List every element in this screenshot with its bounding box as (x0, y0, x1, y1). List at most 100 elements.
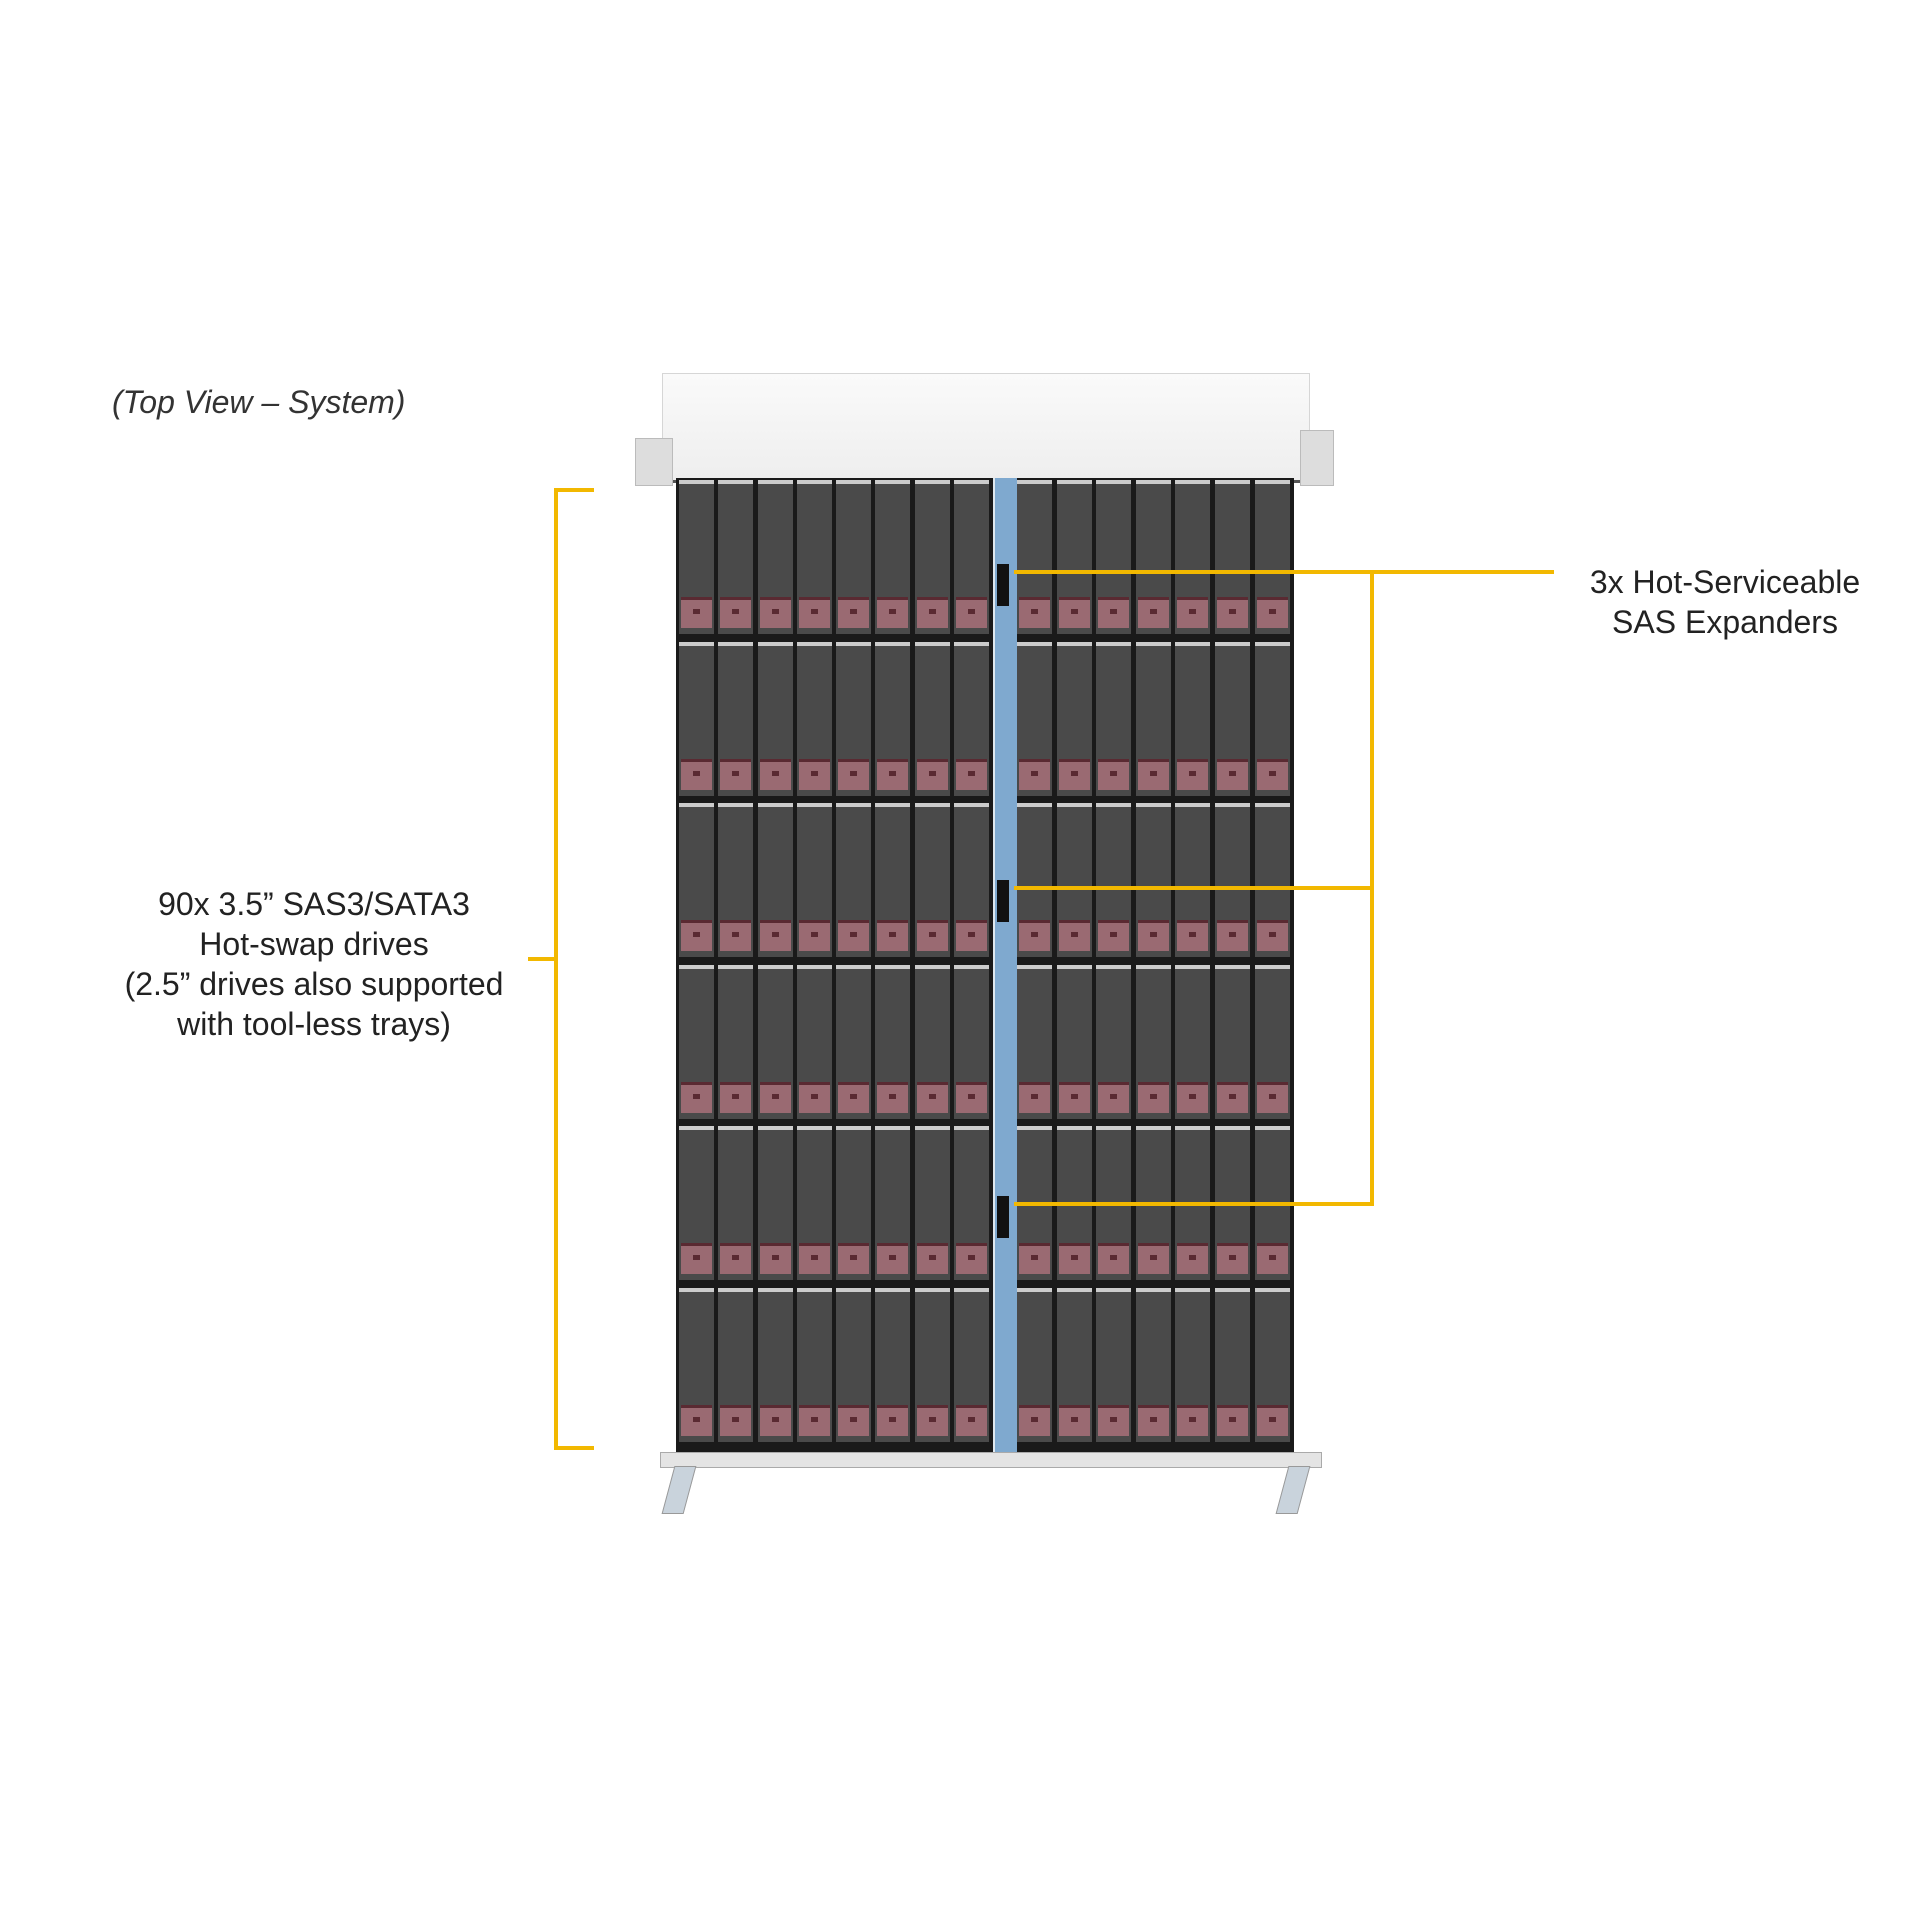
drive-tray (757, 964, 793, 1119)
drive-handle (1217, 1243, 1248, 1274)
drive-tray (836, 803, 871, 957)
drive-tray (1254, 803, 1290, 957)
drive-tray (679, 964, 714, 1119)
drive-handle (720, 1404, 752, 1436)
bottom-rail (660, 1452, 1322, 1468)
drive-tray (718, 1287, 754, 1442)
drive-tray (1056, 1287, 1092, 1442)
drive-tray (1096, 641, 1132, 796)
drive-tray (718, 480, 754, 634)
expanders-label: 3x Hot-Serviceable SAS Expanders (1560, 562, 1890, 642)
drive-tray (953, 641, 989, 796)
drive-handle (1137, 1081, 1169, 1113)
expander-callout-1 (1014, 570, 1554, 574)
drive-handle (1137, 597, 1169, 628)
drive-handle (838, 1243, 869, 1274)
drive-tray (1135, 1287, 1171, 1442)
drive-handle (1217, 1404, 1248, 1436)
drive-tray (757, 1126, 793, 1280)
drive-handle (838, 1404, 869, 1436)
drive-tray (1096, 480, 1132, 634)
drive-handle (1058, 597, 1090, 628)
drive-handle (916, 1081, 948, 1113)
drive-tray (836, 1126, 871, 1280)
drive-handle (916, 758, 948, 790)
drive-handle (798, 1404, 830, 1436)
drives-bracket (554, 488, 558, 1450)
drive-tray (875, 803, 911, 957)
drive-tray (1175, 1287, 1211, 1442)
drive-tray (796, 480, 832, 634)
drive-tray (875, 1126, 911, 1280)
drive-handle (720, 758, 752, 790)
drive-handle (955, 758, 987, 790)
drive-tray (1017, 964, 1052, 1119)
drive-handle (759, 1081, 791, 1113)
drive-handle (759, 758, 791, 790)
drive-tray (718, 803, 754, 957)
drive-tray (1254, 480, 1290, 634)
drive-handle (798, 597, 830, 628)
drive-handle (681, 597, 712, 628)
drive-handle (1217, 758, 1248, 790)
drive-tray (1096, 803, 1132, 957)
drive-handle (1019, 597, 1050, 628)
drive-tray (875, 1287, 911, 1442)
drives-label-line: (2.5” drives also supported (124, 966, 504, 1002)
drive-handle (955, 1404, 987, 1436)
drive-handle (955, 920, 987, 951)
drive-handle (916, 597, 948, 628)
drive-tray (1175, 803, 1211, 957)
drive-tray (914, 803, 950, 957)
drive-tray (796, 803, 832, 957)
drive-handle (838, 920, 869, 951)
drives-bracket-tick (528, 957, 556, 961)
drive-handle (681, 1243, 712, 1274)
drive-tray (1254, 641, 1290, 796)
drive-handle (955, 597, 987, 628)
sas-expander-3 (997, 1196, 1009, 1238)
drive-tray (914, 641, 950, 796)
view-title: (Top View – System) (112, 384, 406, 420)
drive-handle (955, 1081, 987, 1113)
drive-handle (681, 920, 712, 951)
drive-handle (1137, 1404, 1169, 1436)
drive-tray (757, 641, 793, 796)
drive-tray (679, 803, 714, 957)
drive-tray (796, 1287, 832, 1442)
drive-handle (681, 1081, 712, 1113)
drive-tray (1175, 964, 1211, 1119)
drive-tray (1017, 803, 1052, 957)
drive-handle (1019, 1404, 1050, 1436)
drive-tray (953, 964, 989, 1119)
drive-handle (916, 1404, 948, 1436)
drive-handle (1098, 1081, 1130, 1113)
drive-handle (1019, 758, 1050, 790)
sas-expander-1 (997, 564, 1009, 606)
drive-tray (1135, 803, 1171, 957)
drive-handle (759, 1243, 791, 1274)
drive-handle (1217, 597, 1248, 628)
drive-handle (798, 1081, 830, 1113)
drive-handle (1058, 1404, 1090, 1436)
drive-handle (1058, 1081, 1090, 1113)
drive-tray (1215, 480, 1250, 634)
drive-handle (877, 758, 909, 790)
drive-tray (718, 964, 754, 1119)
drive-tray (1096, 1287, 1132, 1442)
drive-handle (1098, 758, 1130, 790)
drive-tray (836, 964, 871, 1119)
drive-handle (1019, 1081, 1050, 1113)
server-top-cover (662, 373, 1310, 483)
drive-tray (914, 480, 950, 634)
drive-handle (759, 1404, 791, 1436)
drives-bracket-bottom (554, 1446, 594, 1450)
drive-tray (875, 641, 911, 796)
drive-handle (877, 1243, 909, 1274)
drive-handle (798, 1243, 830, 1274)
drives-bracket-top (554, 488, 594, 492)
drive-handle (1098, 1404, 1130, 1436)
drive-handle (798, 758, 830, 790)
drive-tray (836, 641, 871, 796)
drives-label-line: with tool-less trays) (177, 1006, 451, 1042)
